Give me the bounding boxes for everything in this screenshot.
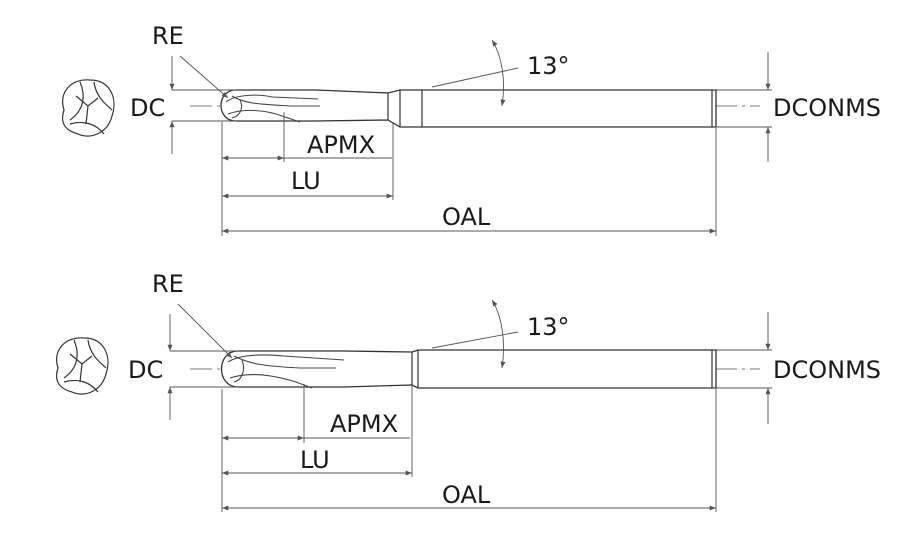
dconms-dimension	[716, 52, 772, 162]
dconms-dimension	[716, 312, 772, 424]
apmx-label: APMX	[330, 410, 398, 438]
re-leader	[179, 55, 229, 99]
oal-label: OAL	[442, 481, 491, 509]
dc-label: DC	[128, 356, 163, 384]
end-mill-drawing-short-neck: RE DC DCONMS APMX LU OAL 13°	[61, 22, 881, 236]
apmx-label: APMX	[307, 131, 375, 159]
end-mill-drawing-long-neck: RE DC DCONMS APMX LU OAL 13°	[55, 270, 881, 512]
dconms-label: DCONMS	[773, 356, 881, 384]
angle-label: 13°	[527, 313, 570, 341]
dconms-label: DCONMS	[773, 94, 881, 122]
taper-angle-indicator	[431, 299, 519, 369]
angle-label: 13°	[527, 52, 570, 80]
dc-label: DC	[130, 94, 165, 122]
re-leader	[177, 303, 233, 359]
dc-dimension	[169, 56, 236, 154]
re-label: RE	[152, 270, 184, 298]
lu-label: LU	[291, 167, 321, 195]
dc-dimension	[167, 314, 238, 420]
lu-label: LU	[300, 446, 330, 474]
end-view-icon	[55, 337, 109, 395]
taper-angle-indicator	[431, 39, 519, 107]
oal-label: OAL	[442, 203, 491, 231]
re-label: RE	[152, 22, 184, 50]
end-view-icon	[61, 79, 115, 137]
tool-body	[221, 349, 717, 389]
tool-body	[220, 89, 717, 128]
